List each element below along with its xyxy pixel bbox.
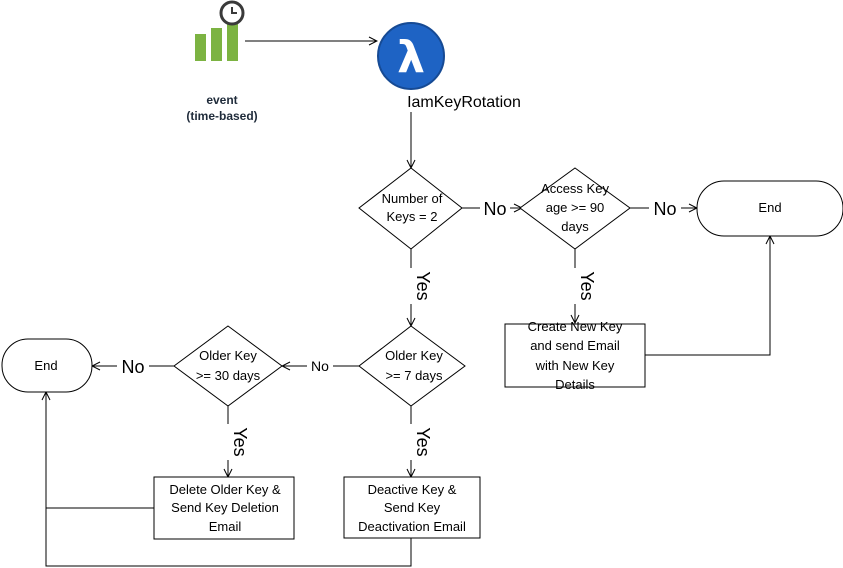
process-delete-older-key-line2: Send Key Deletion xyxy=(171,500,279,515)
event-label-line2: (time-based) xyxy=(186,109,257,123)
decision-access-key-age-line1: Access Key xyxy=(541,181,609,196)
process-deactivate-key-line1: Deactive Key & xyxy=(368,482,457,497)
process-deactivate-key-line2: Send Key xyxy=(384,500,441,515)
label-bg-older30-no xyxy=(117,356,149,376)
edge-label-access-no: No xyxy=(653,199,676,219)
clock-hands xyxy=(231,7,237,14)
decision-older-key-30-days-line2: >= 30 days xyxy=(196,368,261,383)
process-delete-older-key xyxy=(153,476,295,540)
event-label-line1: event xyxy=(206,93,237,107)
edge-label-access-yes: Yes xyxy=(577,271,597,300)
process-deactivate-key-line3: Deactivation Email xyxy=(358,519,466,534)
decision-access-key-age-line3: days xyxy=(561,219,589,234)
edge-label-numkeys-yes: Yes xyxy=(413,271,433,300)
decision-number-of-keys xyxy=(358,167,463,250)
edge-deactivate-to-end xyxy=(45,392,412,567)
event-bar-2 xyxy=(211,28,222,61)
edge-label-older30-no: No xyxy=(121,357,144,377)
event-bar-1 xyxy=(195,34,206,61)
terminal-end-right xyxy=(696,180,843,237)
label-bg-access-yes xyxy=(565,268,585,304)
process-delete-older-key-line3: Email xyxy=(209,519,242,534)
terminal-end-right-label: End xyxy=(758,200,781,215)
process-create-new-key-line1: Create New Key xyxy=(528,319,623,334)
lambda-symbol: λ xyxy=(397,32,425,83)
decision-older-key-30-days-line1: Older Key xyxy=(199,348,257,363)
terminal-end-left-label: End xyxy=(34,358,57,373)
process-delete-older-key-line1: Delete Older Key & xyxy=(169,482,281,497)
process-create-new-key-line4: Details xyxy=(555,377,595,392)
edge-label-older7-yes: Yes xyxy=(413,427,433,456)
edge-label-numkeys-no: No xyxy=(483,199,506,219)
decision-older-key-7-days-line1: Older Key xyxy=(385,348,443,363)
process-deactivate-key xyxy=(343,476,481,539)
decision-number-of-keys-line1: Number of xyxy=(382,191,443,206)
decision-older-key-30-days xyxy=(173,325,283,407)
label-bg-numkeys-yes xyxy=(401,268,421,304)
edge-label-older30-yes: Yes xyxy=(230,427,250,456)
process-create-new-key xyxy=(504,323,646,388)
lambda-name: IamKeyRotation xyxy=(407,94,521,111)
label-bg-older30-yes xyxy=(218,424,238,460)
process-create-new-key-line3: with New Key xyxy=(535,358,615,373)
process-create-new-key-line2: and send Email xyxy=(530,338,620,353)
label-bg-older7-no xyxy=(307,357,333,375)
terminal-end-left xyxy=(1,338,93,393)
decision-access-key-age xyxy=(519,167,631,250)
decision-older-key-7-days-line2: >= 7 days xyxy=(385,368,443,383)
label-bg-access-no xyxy=(649,198,681,218)
edge-create-to-end xyxy=(645,236,770,356)
edge-label-older7-no: No xyxy=(311,358,329,374)
decision-access-key-age-line2: age >= 90 xyxy=(546,200,605,215)
edge-delete-to-end xyxy=(46,392,154,509)
decision-older-key-7-days xyxy=(358,325,466,407)
label-bg-older7-yes xyxy=(401,424,421,460)
decision-number-of-keys-line2: Keys = 2 xyxy=(387,209,438,224)
label-bg-numkeys-no xyxy=(480,198,510,218)
event-bar-3 xyxy=(227,22,238,61)
lambda-icon: λ xyxy=(377,22,445,90)
event-schedule-icon xyxy=(195,0,245,61)
